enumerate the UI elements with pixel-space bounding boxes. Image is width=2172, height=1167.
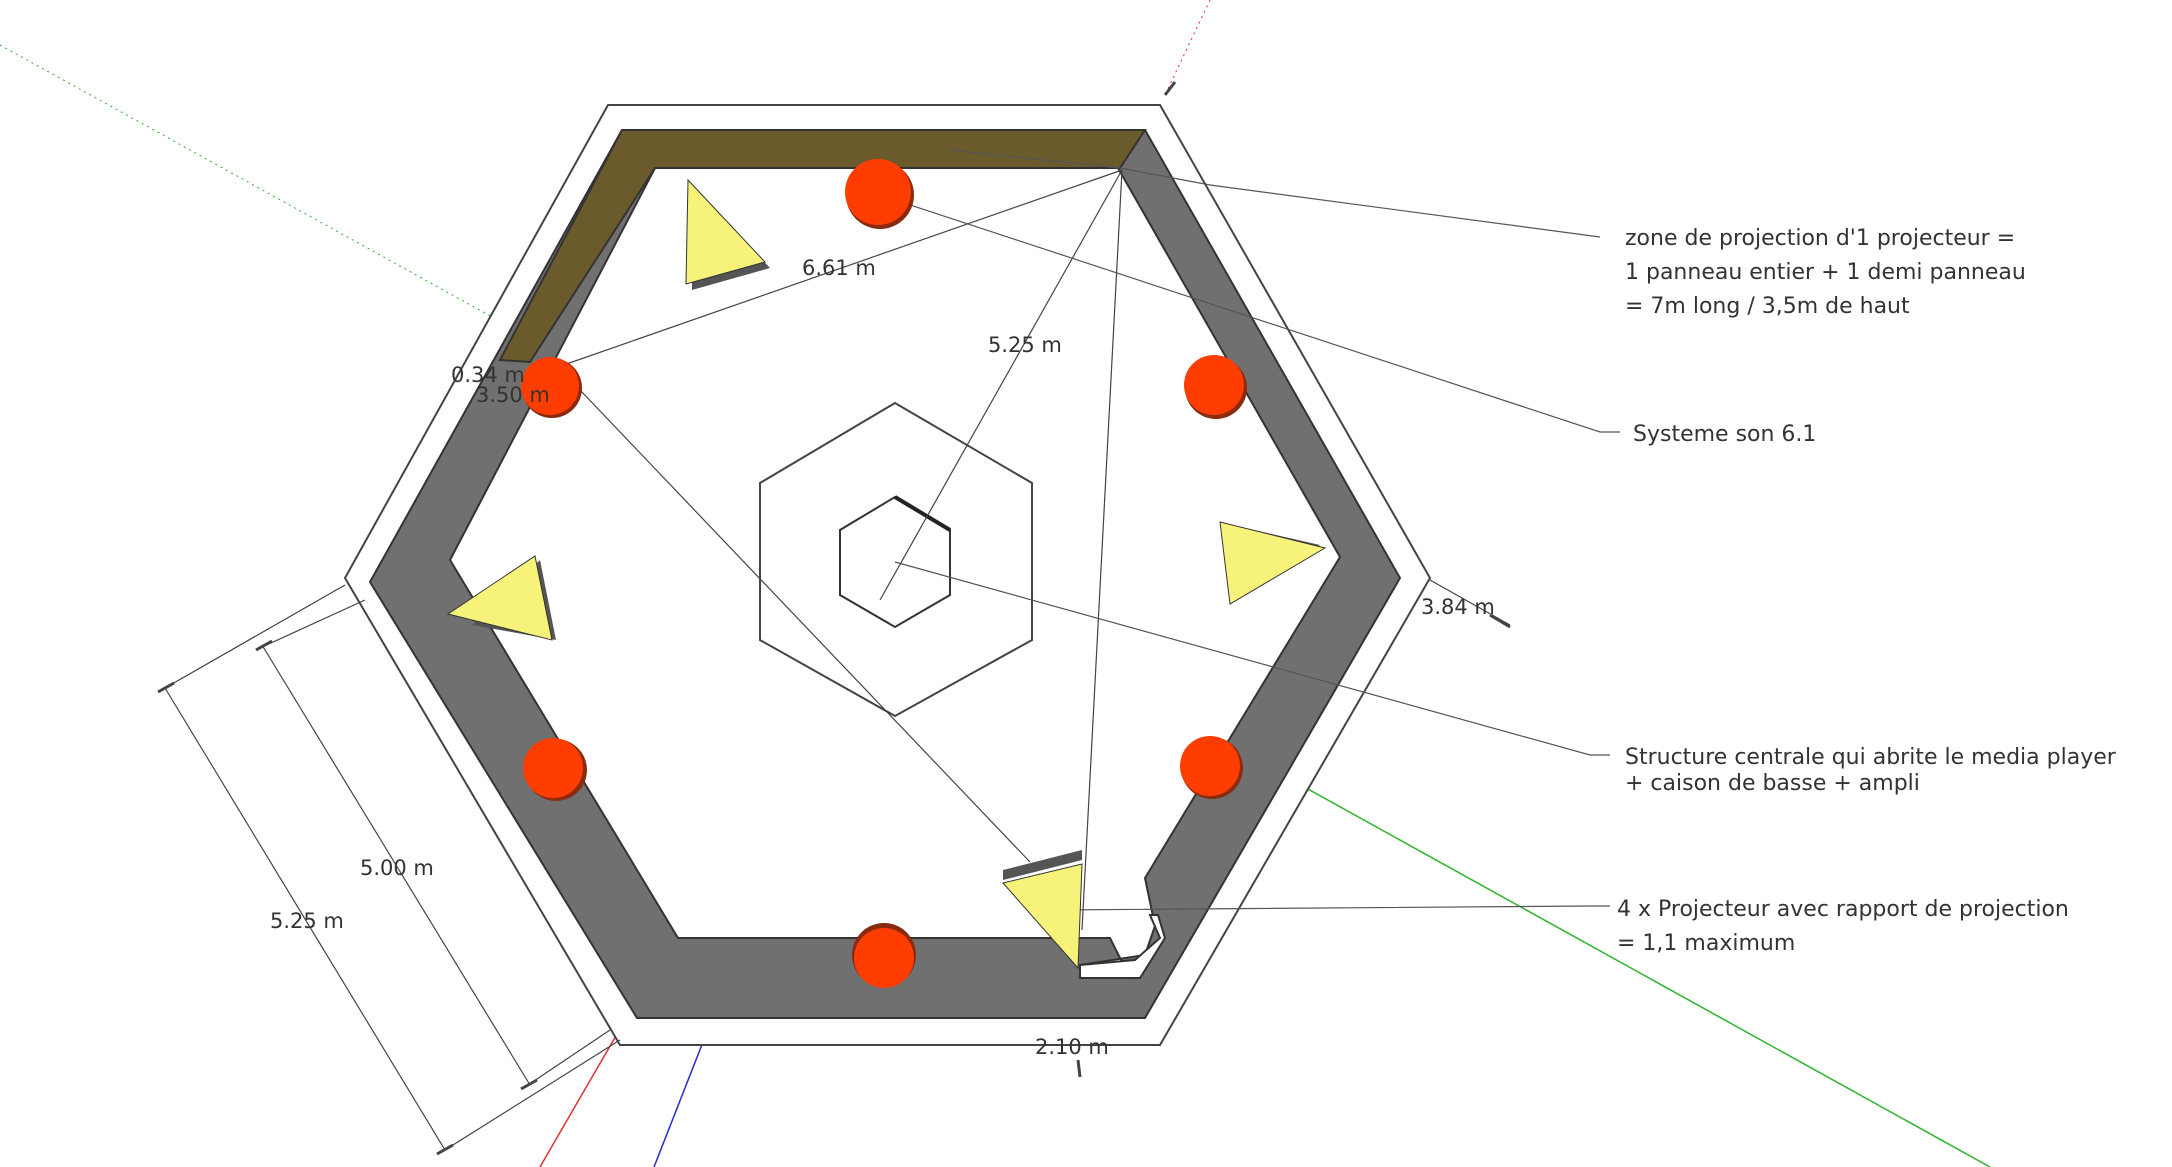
dimension-labels: 6.61 m 5.25 m 0.34 m 3.50 m 3.84 m 5.00 … [270, 256, 1495, 1059]
dim-label-2-10: 2.10 m [1035, 1035, 1109, 1059]
dim-label-3-50: 3.50 m [476, 383, 550, 407]
dim-line-5-00 [261, 644, 531, 1086]
annotation-central-structure-2: + caison de basse + ampli [1625, 771, 1920, 796]
dim-ext-bot-2 [527, 1029, 611, 1086]
leader-sound-system [879, 194, 1620, 433]
diag-line-6-61 [554, 169, 1123, 369]
dim-tick-1 [157, 681, 175, 694]
central-hexagon-inner-edge [893, 495, 952, 532]
projector-beam-b [579, 389, 1031, 863]
dim-label-3-84: 3.84 m [1421, 595, 1495, 619]
dim-label-5-25-side: 5.25 m [270, 909, 344, 933]
projector-left [446, 555, 556, 641]
dim-label-6-61: 6.61 m [802, 256, 876, 280]
projector-bottom [1002, 850, 1083, 970]
speaker-lower-right [1180, 736, 1243, 799]
speaker-top [845, 159, 914, 229]
annotation-projection-zone-2: 1 panneau entier + 1 demi panneau [1625, 260, 2026, 285]
leader-lines [879, 149, 1620, 911]
projection-panel [498, 129, 1147, 364]
annotation-projection-zone-1: zone de projection d'1 projecteur = [1625, 226, 2015, 251]
leader-projection-zone [949, 149, 1601, 238]
projectors [446, 178, 1327, 970]
annotation-central-structure-1: Structure centrale qui abrite le media p… [1625, 745, 2117, 770]
measurement-lines [554, 81, 1511, 1078]
annotation-projection-zone-3: = 7m long / 3,5m de haut [1625, 294, 1910, 319]
speakers [521, 159, 1247, 988]
dim-label-0-34: 0.34 m [451, 363, 525, 387]
dim-tick-4 [520, 1078, 538, 1091]
leader-projectors [1054, 905, 1610, 911]
speaker-bottom [852, 923, 916, 988]
annotation-sound-system: Systeme son 6.1 [1633, 422, 1816, 447]
annotation-projectors-2: = 1,1 maximum [1617, 931, 1795, 956]
dim-tick-2 [255, 639, 273, 652]
axis-red-dotted [1164, 0, 1211, 96]
leader-central-structure [894, 561, 1610, 756]
wall-notch [1079, 914, 1167, 979]
annotation-projectors-1: 4 x Projecteur avec rapport de projectio… [1617, 897, 2069, 922]
dim-ext-bot-1 [444, 1039, 621, 1151]
dim-ext-top-1 [164, 584, 346, 689]
axis-green-dotted [0, 44, 761, 466]
dim-tick-3 [436, 1143, 454, 1156]
speaker-upper-left [521, 357, 582, 418]
tick-2-10 [1076, 1059, 1082, 1078]
left-dimensions [157, 584, 621, 1156]
dim-label-5-00: 5.00 m [360, 856, 434, 880]
dim-ext-top-2 [259, 599, 366, 649]
projector-beam-a [1081, 169, 1123, 931]
diag-line-5-25 [879, 169, 1123, 601]
speaker-lower-left [523, 738, 587, 801]
speaker-upper-right [1184, 355, 1247, 419]
dim-label-5-25-diag: 5.25 m [988, 333, 1062, 357]
projector-right [1219, 521, 1327, 605]
projector-top-left [685, 178, 770, 290]
tick-top [1163, 81, 1177, 96]
tick-3-84 [1489, 613, 1511, 629]
annotations: zone de projection d'1 projecteur = 1 pa… [1617, 226, 2117, 956]
dim-line-5-25 [164, 687, 446, 1151]
